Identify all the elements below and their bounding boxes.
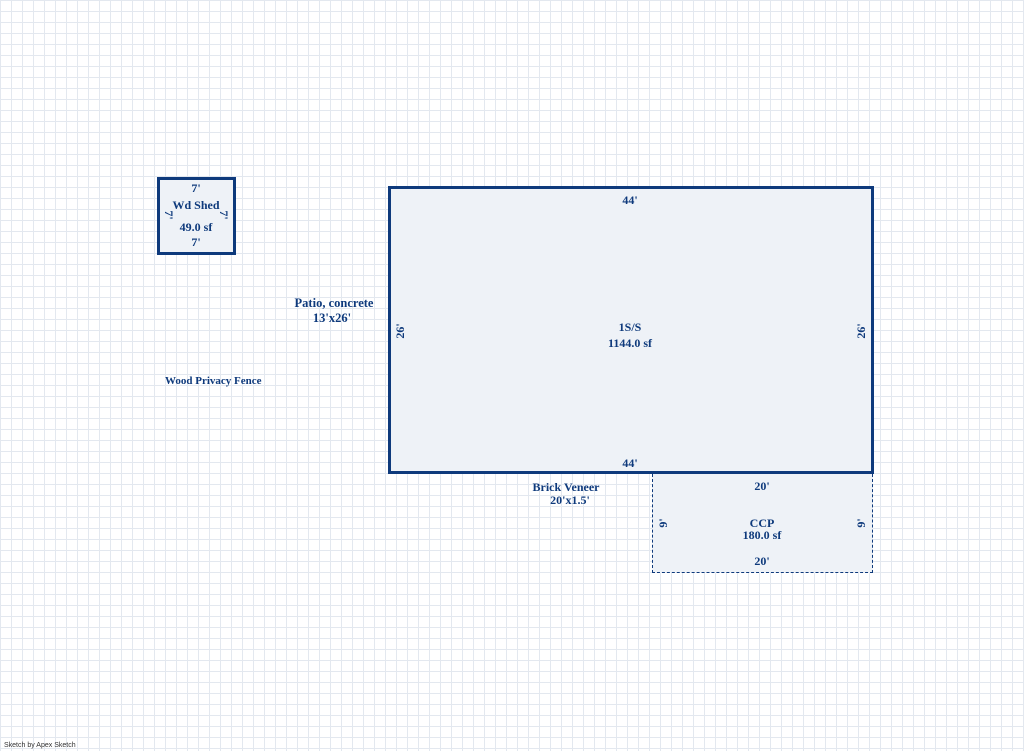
shed-right-dimension: 7' — [217, 210, 231, 220]
main-bottom-dimension: 44' — [622, 456, 638, 470]
fence-label: Wood Privacy Fence — [165, 375, 262, 387]
main-top-dimension: 44' — [622, 193, 638, 207]
shed-area-label: 49.0 sf — [179, 220, 213, 234]
ccp-bottom-dimension: 20' — [754, 554, 770, 568]
ccp-name: CCP — [749, 516, 775, 530]
ccp-area-label: 180.0 sf — [742, 528, 782, 542]
patio-label: Patio, concrete — [294, 296, 374, 310]
main-right-dimension: 26' — [854, 323, 868, 339]
ccp-area[interactable] — [652, 474, 873, 573]
shed-top-dimension: 7' — [191, 181, 201, 195]
brick-veneer-label: Brick Veneer — [532, 480, 600, 494]
patio-size-label: 13'x26' — [312, 311, 352, 325]
ccp-left-dimension: 9' — [656, 518, 670, 528]
shed-name: Wd Shed — [172, 198, 220, 212]
main-area-label: 1144.0 sf — [607, 336, 653, 350]
ccp-right-dimension: 9' — [854, 518, 868, 528]
shed-left-dimension: 7' — [162, 210, 176, 220]
sketch-credit: Sketch by Apex Sketch — [4, 742, 76, 749]
shed-bottom-dimension: 7' — [191, 235, 201, 249]
main-name: 1S/S — [618, 320, 642, 334]
brick-veneer-size-label: 20'x1.5' — [550, 493, 590, 507]
shed-area[interactable] — [157, 177, 236, 255]
main-structure-area[interactable] — [388, 186, 874, 474]
main-left-dimension: 26' — [393, 323, 407, 339]
ccp-top-dimension: 20' — [754, 479, 770, 493]
